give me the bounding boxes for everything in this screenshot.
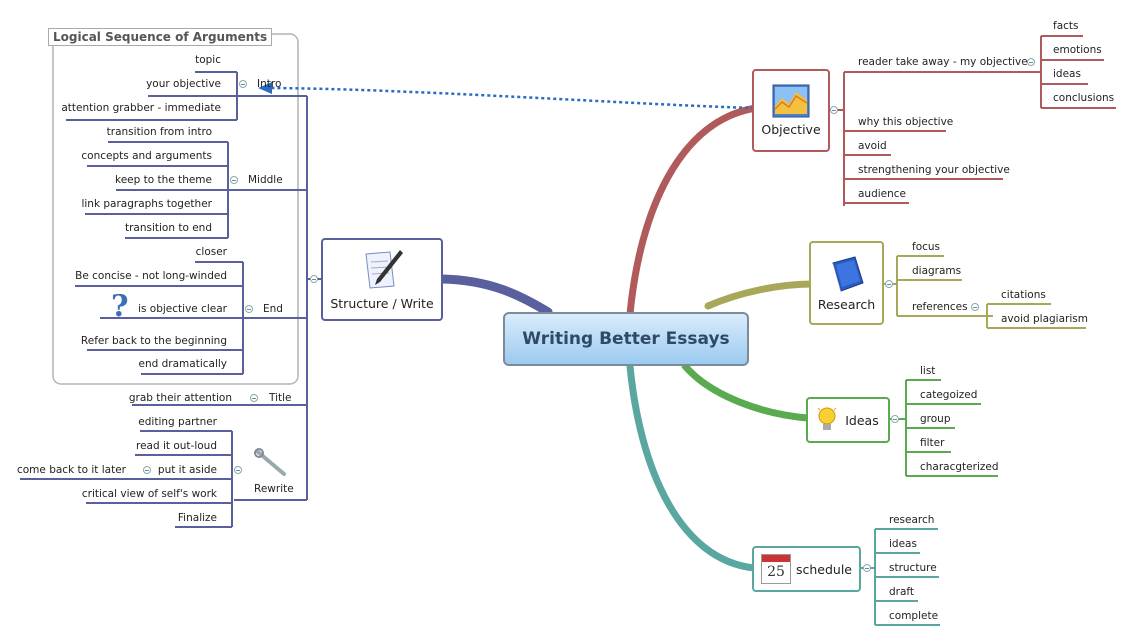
schedule-structure[interactable]: structure [889,562,937,574]
end-end-dramatically[interactable]: end dramatically [138,358,228,370]
relationship-arrow [261,86,755,110]
schedule-complete[interactable]: complete [889,610,939,622]
schedule-ideas[interactable]: ideas [889,538,917,550]
objective-avoid[interactable]: avoid [858,140,887,152]
title-grab-attention[interactable]: grab their attention [128,392,232,404]
research-label: Research [817,296,876,312]
rewrite-editing-partner[interactable]: editing partner [138,416,217,428]
rewrite-read-out-loud[interactable]: read it out-loud [135,440,217,452]
branch-schedule [626,362,758,572]
lightbulb-icon [817,407,837,430]
boundary-title[interactable]: Logical Sequence of Arguments [48,28,273,46]
research-avoid-plagiarism[interactable]: avoid plagiarism [1001,313,1088,325]
chart-icon [772,84,810,118]
question-mark-icon: ? [111,289,129,324]
calendar-day: 25 [767,564,785,580]
intro-topic[interactable]: topic [195,54,221,66]
collapse-end[interactable] [245,305,253,313]
end-be-concise[interactable]: Be concise - not long-winded [75,270,227,282]
middle-link-paragraphs[interactable]: link paragraphs together [81,198,212,210]
objective-strengthening[interactable]: strengthening your objective [858,164,1010,176]
calendar-icon: 25 [760,554,791,584]
branch-structure [437,274,553,317]
end-refer-back[interactable]: Refer back to the beginning [80,335,227,347]
collapse-research[interactable] [885,280,893,288]
objective-label: Objective [761,122,821,137]
relationship-arrowhead [258,82,272,94]
rewrite-finalize[interactable]: Finalize [177,512,217,524]
ideas-label: Ideas [845,412,879,428]
objective-sub-ideas[interactable]: ideas [1053,68,1081,80]
middle-transition-to-end[interactable]: transition to end [124,222,212,234]
collapse-title[interactable] [250,394,258,402]
objective-audience[interactable]: audience [858,188,907,200]
middle-keep-to-theme[interactable]: keep to the theme [115,174,212,186]
rewrite-put-aside[interactable]: put it aside [157,464,217,476]
put-aside-come-back-later[interactable]: come back to it later [16,464,126,476]
schedule-topic[interactable]: 25 schedule [752,546,861,592]
structure-end[interactable]: End [263,303,283,315]
collapse-structure[interactable] [310,275,318,283]
objective-sub-facts[interactable]: facts [1053,20,1079,32]
end-closer[interactable]: closer [195,246,227,258]
collapse-schedule[interactable] [863,564,871,572]
wrench-icon [254,448,286,476]
branch-ideas [681,362,812,422]
research-references[interactable]: references [912,301,968,313]
schedule-label: schedule [795,561,853,577]
collapse-intro[interactable] [239,80,247,88]
ideas-topic[interactable]: Ideas [806,397,890,443]
objective-reader-take-away[interactable]: reader take away - my objective [858,56,1028,68]
intro-attention-grabber[interactable]: attention grabber - immediate [61,102,221,114]
research-topic[interactable]: Research [809,241,884,325]
ideas-characgterized[interactable]: characgterized [920,461,999,473]
pen-document-icon [365,250,403,289]
intro-your-objective[interactable]: your objective [146,78,221,90]
end-is-objective-clear[interactable]: is objective clear [138,303,227,315]
middle-concepts-and-arguments[interactable]: concepts and arguments [81,150,212,162]
collapse-reader-take-away[interactable] [1027,58,1035,66]
ideas-categoized[interactable]: categoized [920,389,978,401]
middle-transition-from-intro[interactable]: transition from intro [106,126,212,138]
structure-title[interactable]: Title [269,392,292,404]
structure-topic[interactable]: Structure / Write [321,238,443,321]
structure-middle[interactable]: Middle [248,174,283,186]
collapse-middle[interactable] [230,176,238,184]
rewrite-critical-view[interactable]: critical view of self's work [81,488,217,500]
research-focus[interactable]: focus [912,241,941,253]
schedule-research[interactable]: research [889,514,935,526]
collapse-ideas[interactable] [891,415,899,423]
structure-label: Structure / Write [330,296,434,311]
research-diagrams[interactable]: diagrams [912,265,962,277]
research-citations[interactable]: citations [1001,289,1046,301]
branch-research [704,280,816,310]
central-topic[interactable]: Writing Better Essays [503,312,749,366]
ideas-filter[interactable]: filter [920,437,945,449]
objective-sub-conclusions[interactable]: conclusions [1053,92,1115,104]
collapse-objective[interactable] [830,106,838,114]
collapse-put-aside[interactable] [143,466,151,474]
structure-rewrite[interactable]: Rewrite [254,483,294,495]
collapse-rewrite[interactable] [234,466,242,474]
objective-topic[interactable]: Objective [752,69,830,152]
objective-why[interactable]: why this objective [858,116,954,128]
structure-intro[interactable]: Intro [257,78,282,90]
objective-sub-emotions[interactable]: emotions [1053,44,1102,56]
ideas-list[interactable]: list [920,365,936,377]
book-icon [831,255,864,292]
schedule-draft[interactable]: draft [889,586,915,598]
ideas-group[interactable]: group [920,413,951,425]
collapse-references[interactable] [971,303,979,311]
branch-objective [626,104,760,318]
